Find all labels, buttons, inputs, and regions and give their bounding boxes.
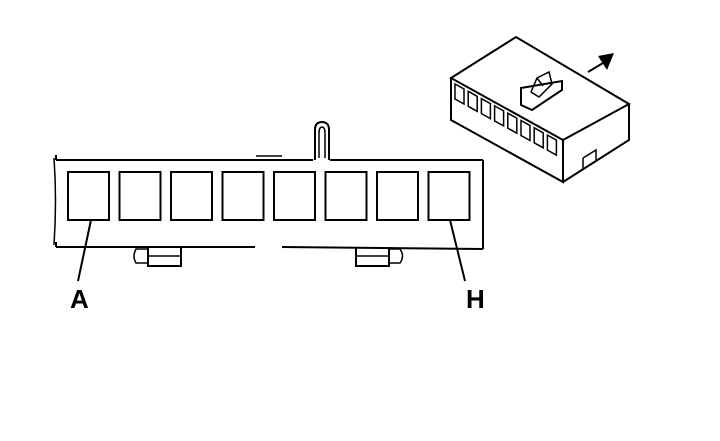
latch (314, 120, 330, 160)
cavity-row (67, 171, 471, 221)
connector-face-view: A H (53, 120, 485, 314)
cavity (273, 171, 316, 221)
cavity (324, 171, 368, 221)
cavity (376, 171, 419, 221)
cavity (118, 171, 162, 221)
iso-cavity (480, 97, 492, 120)
connector-isometric-icon (449, 35, 632, 184)
cavity (67, 171, 110, 221)
leader-line-h (449, 219, 466, 282)
right-peg (355, 247, 404, 267)
iso-cavity (533, 126, 544, 150)
iso-cavity (520, 119, 531, 142)
left-peg (133, 247, 182, 267)
iso-cavity-row (454, 82, 558, 157)
iso-cavity (493, 104, 505, 128)
pin-label-h: H (466, 284, 485, 314)
iso-cavity (546, 133, 558, 157)
iso-cavity (467, 90, 478, 113)
leader-line-a (77, 219, 92, 282)
pin-label-a: A (70, 284, 89, 314)
cavity (170, 171, 213, 221)
cavity (221, 171, 265, 221)
iso-cavity (454, 82, 465, 106)
direction-arrow-icon (587, 53, 614, 73)
cavity (427, 171, 471, 221)
iso-cavity (507, 111, 518, 135)
